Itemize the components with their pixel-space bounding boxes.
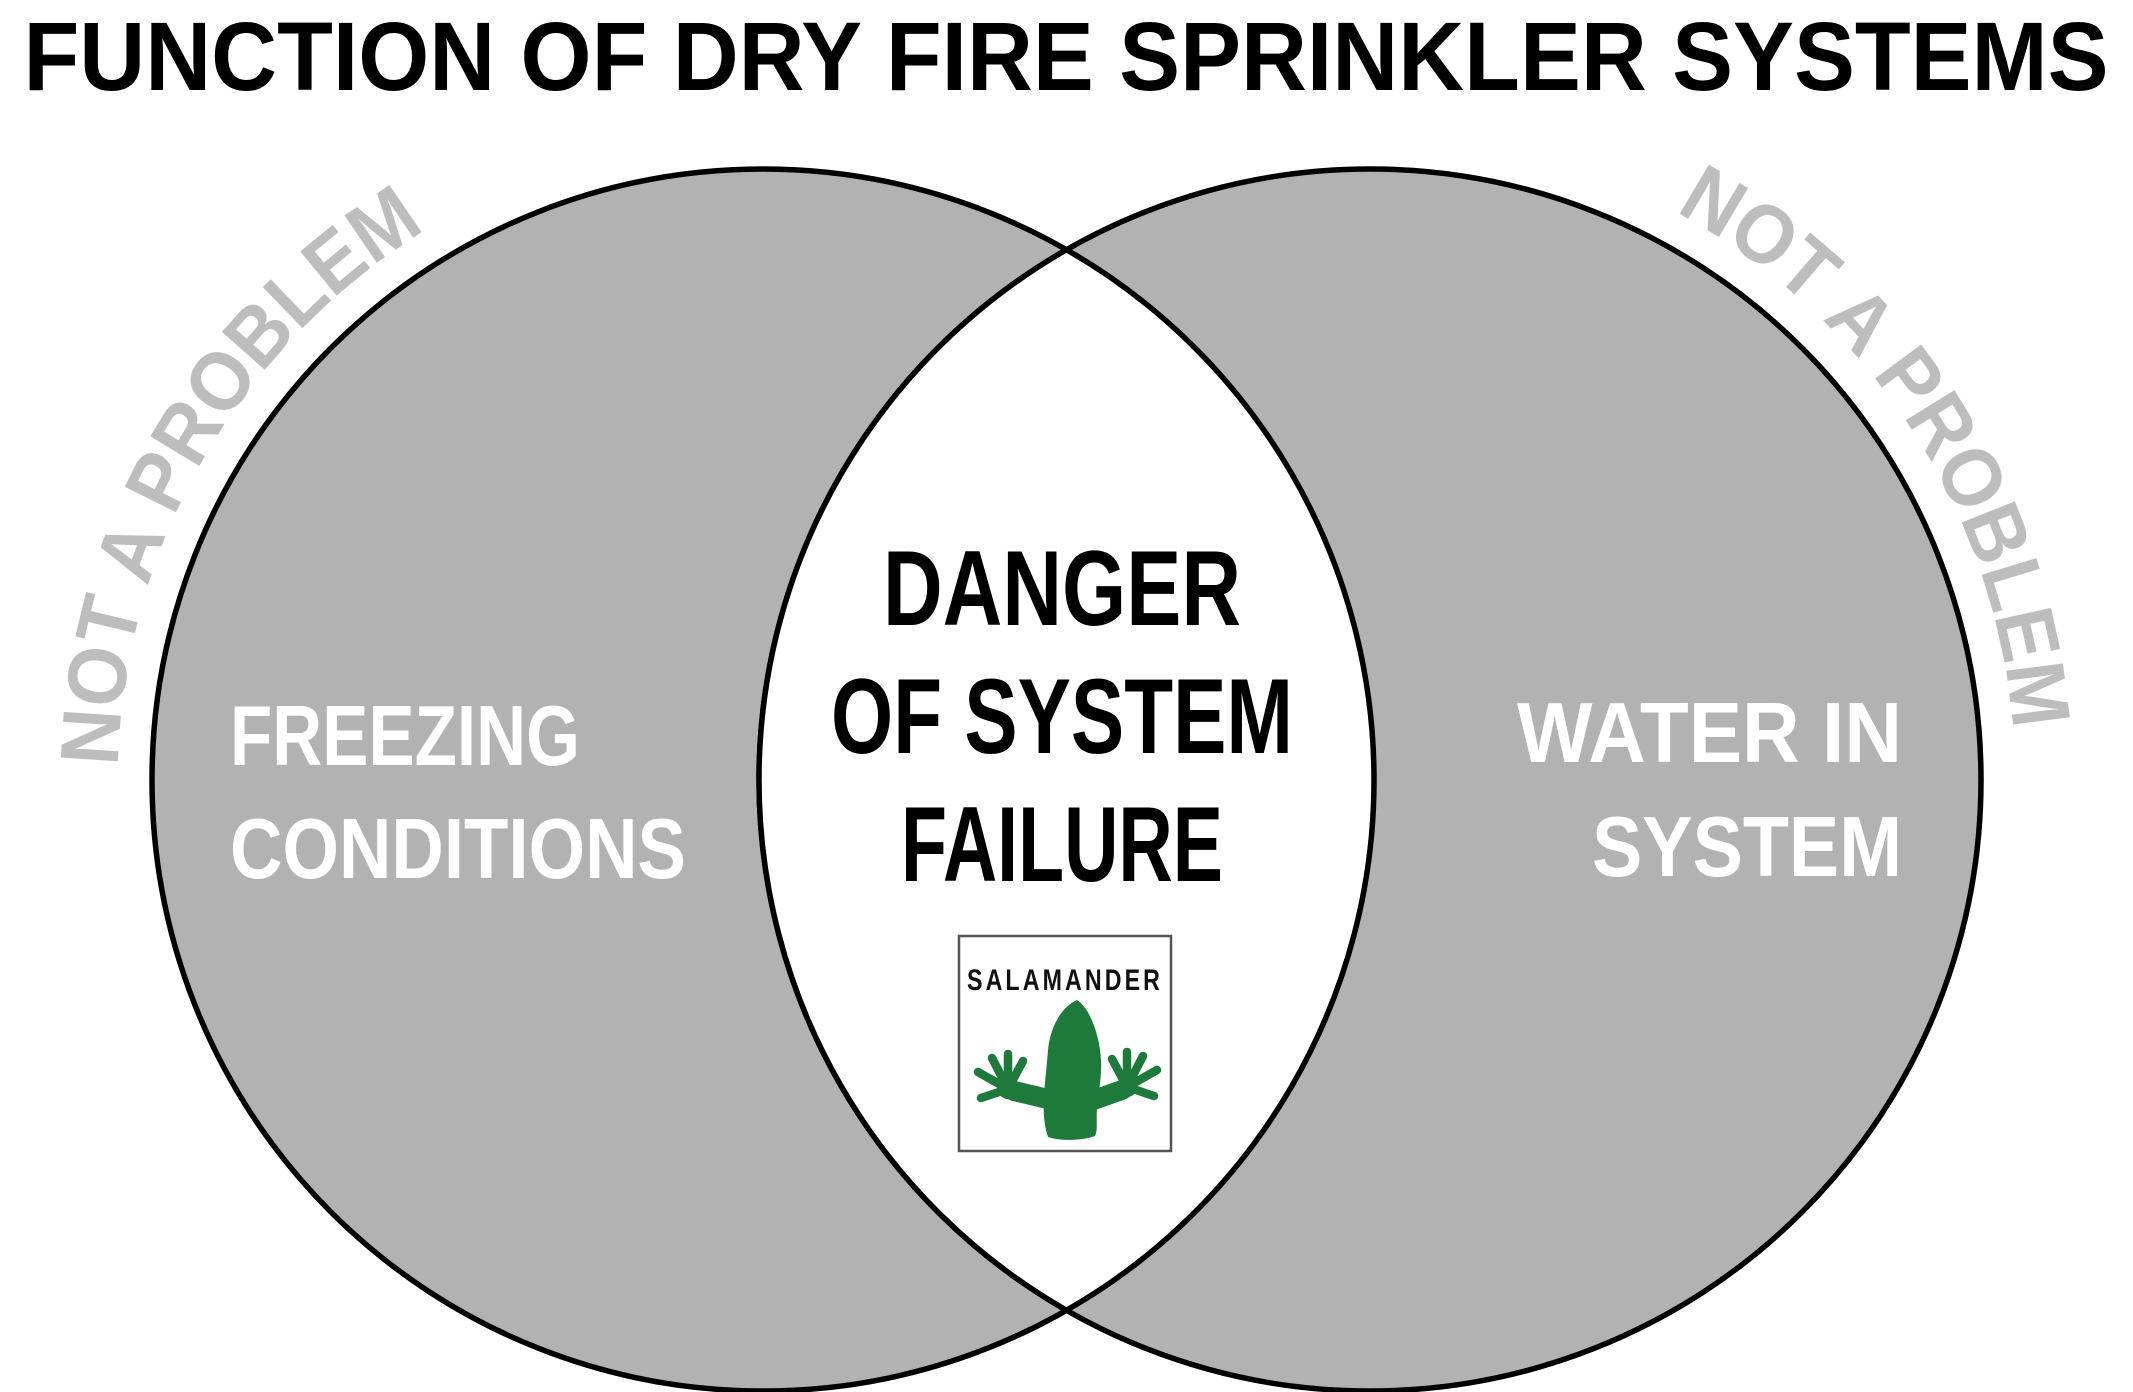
intersection-lens [756,246,1377,1314]
water-in-system-line2: SYSTEM [1592,800,1902,895]
danger-line1: DANGER [883,528,1241,648]
salamander-logo: SALAMANDER [957,934,1173,1153]
salamander-icon [973,1000,1162,1140]
danger-line2: OF SYSTEM [831,656,1293,776]
water-in-system-label: WATER IN SYSTEM [1517,686,1902,895]
freezing-conditions-label: FREEZING CONDITIONS [230,689,686,897]
salamander-left-toes [973,1049,1028,1103]
salamander-right-arm [1078,1080,1132,1112]
page-title: FUNCTION OF DRY FIRE SPRINKLER SYSTEMS [24,2,2109,111]
salamander-left-arm [1004,1081,1062,1110]
danger-line3: FAILURE [901,784,1223,904]
water-in-system-line1: WATER IN [1517,686,1902,781]
salamander-right-toes [1107,1047,1162,1101]
logo-brand-text: SALAMANDER [967,964,1163,997]
danger-of-system-failure-label: DANGER OF SYSTEM FAILURE [831,528,1293,904]
freezing-conditions-line1: FREEZING [230,689,580,784]
freezing-conditions-line2: CONDITIONS [230,802,686,897]
